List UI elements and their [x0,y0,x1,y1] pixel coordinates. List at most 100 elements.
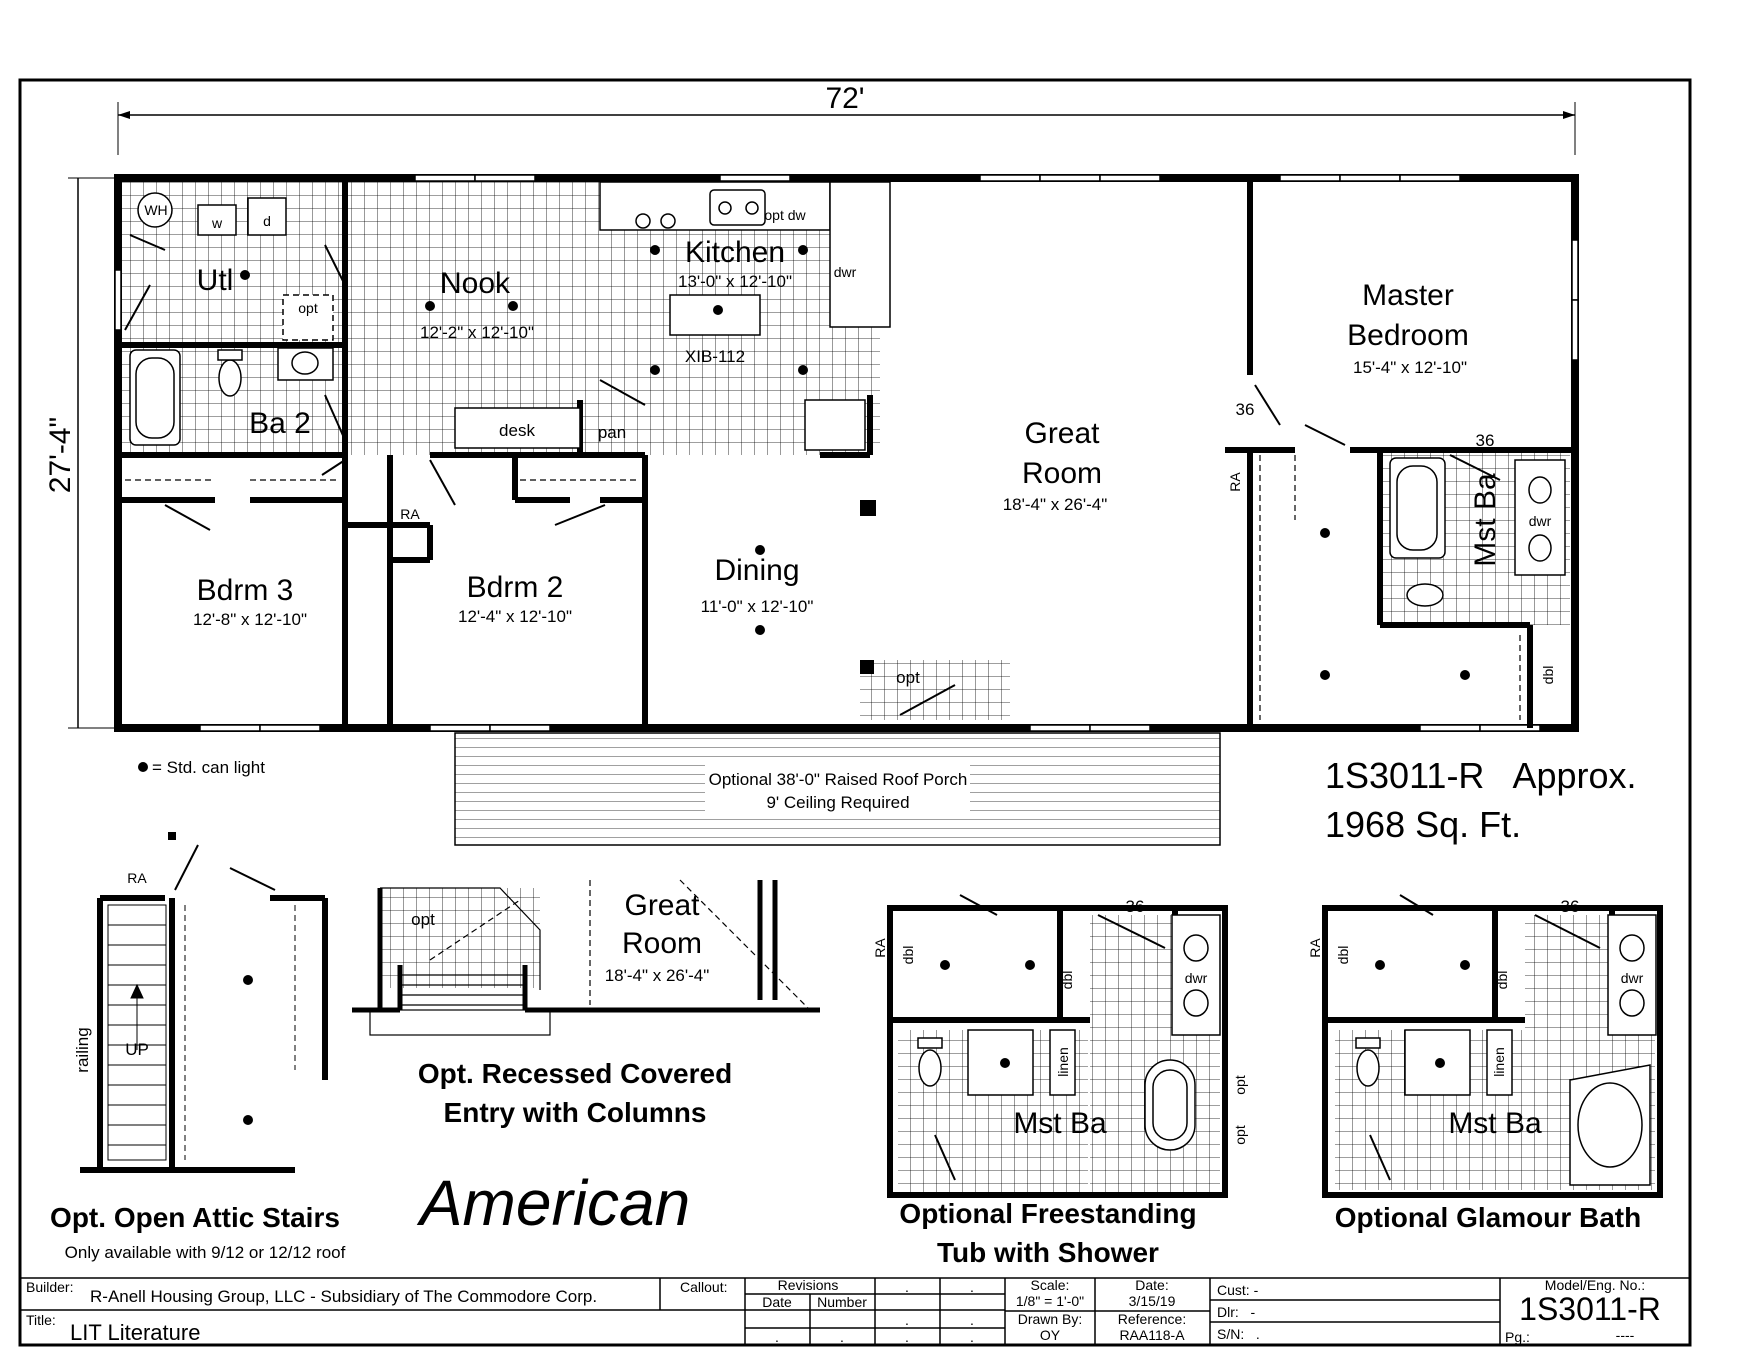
attic-title: Opt. Open Attic Stairs [50,1202,340,1233]
bath2-fixtures [129,347,334,446]
drawn-by-label: Drawn By: [1018,1311,1083,1327]
opt-dw-label: opt dw [764,207,806,223]
door-36-label-2: 36 [1476,431,1495,450]
free-36-label: 36 [1126,897,1145,916]
nook-size: 12'-2" x 12'-10" [420,323,534,342]
glam-title: Optional Glamour Bath [1335,1202,1641,1233]
reference-value: RAA118-A [1119,1327,1185,1343]
free-dbl-label-1: dbl [900,946,916,965]
dining-label: Dining [714,554,799,587]
recessed-entry-inset: opt Great Room 18'-4" x 26'-4" [352,879,820,1036]
opt-closet-label: opt [896,668,920,687]
laundry [137,192,334,341]
ra-label: RA [400,506,420,522]
toilet-icon [1406,583,1444,607]
dryer-label: d [263,213,271,229]
closet-shelves [125,455,1521,720]
kitchen-size: 13'-0" x 12'-10" [678,272,792,291]
callout-label: Callout: [680,1279,727,1295]
sn-field: S/N: . [1217,1326,1260,1342]
nook-label: Nook [440,267,511,300]
porch: Optional 38'-0" Raised Roof Porch 9' Cei… [454,732,1221,846]
legend-text: = Std. can light [152,758,265,777]
cust-field: Cust: - [1217,1282,1259,1298]
toilet-icon [218,359,242,397]
scale-value: 1/8" = 1'-0" [1016,1293,1084,1309]
posts [860,500,876,674]
free-opt-label-1: opt [1232,1075,1248,1095]
entry-great-size: 18'-4" x 26'-4" [605,966,710,985]
can-light-icon [138,762,148,772]
width-dimension: 72' [117,82,1576,155]
rev-date-col: Date [762,1294,792,1310]
desk-label: desk [499,421,535,440]
free-dbl-label-2: dbl [1059,971,1075,990]
entry-opt-label: opt [411,910,435,929]
master-bath-fixtures [1389,457,1566,607]
utility-label: Utl [197,264,234,297]
island-label: XIB-112 [685,347,745,366]
master-size: 15'-4" x 12'-10" [1353,358,1467,377]
pantry-label: pan [598,423,626,442]
windows [114,174,1579,732]
page-label: Pg.: [1505,1329,1530,1345]
sheet-border [18,78,1692,1347]
rev-dot-7: . [905,1329,909,1345]
porch-line1: Optional 38'-0" Raised Roof Porch [709,770,968,789]
door-36-label: 36 [1236,400,1255,419]
rev-number-col: Number [817,1294,867,1310]
master-label-1: Master [1362,279,1454,312]
ra-label-2: RA [1227,472,1243,492]
entry-great-2: Room [622,927,702,960]
kitchen-label: Kitchen [685,236,785,269]
sink-icon [709,189,766,226]
interior-walls [118,180,1575,728]
entry-title-2: Entry with Columns [444,1097,707,1128]
dbl-label: dbl [1540,666,1556,685]
kitchen-dwr-label: dwr [834,264,857,280]
rev-dot-3: . [905,1312,909,1328]
door-swings [124,234,1501,716]
free-mstba-label: Mst Ba [1013,1107,1107,1140]
washer-label: w [211,215,223,231]
rev-dot-1: . [905,1279,909,1295]
range-icon [635,213,676,229]
bdrm2-label: Bdrm 2 [467,571,564,604]
freestanding-tub-inset: 36 dwr RA dbl dbl linen opt opt Mst Ba [872,894,1248,1198]
great-room-label-1: Great [1024,417,1100,450]
great-room-size: 18'-4" x 26'-4" [1003,495,1108,514]
entry-great-1: Great [624,889,700,922]
water-heater-label: WH [144,202,167,218]
title-value: LIT Literature [70,1320,200,1345]
glamour-bath-inset: 36 dwr RA dbl dbl linen Mst Ba [1307,894,1663,1198]
rev-dot-8: . [970,1329,974,1345]
porch-line2: 9' Ceiling Required [766,793,909,812]
model-no-label: Model/Eng. No.: [1545,1277,1645,1293]
glam-dwr-label: dwr [1621,970,1644,986]
up-label: UP [125,1040,149,1059]
depth-dimension: 27'-4" [44,177,118,729]
free-linen-label: linen [1055,1047,1071,1077]
drawn-by-value: OY [1040,1327,1061,1343]
rev-dot-5: . [775,1329,779,1345]
great-room-label-2: Room [1022,457,1102,490]
glam-ra-label: RA [1307,938,1323,958]
master-bath-label: Mst Ba [1469,473,1502,567]
glam-dbl-label-1: dbl [1335,946,1351,965]
attic-note: Only available with 9/12 or 12/12 roof [65,1243,346,1262]
opt-label: opt [298,300,318,316]
glam-dbl-label-2: dbl [1494,971,1510,990]
attic-stairs-inset: RA railing UP [73,832,328,1173]
title-label: Title: [26,1312,56,1328]
dining-size: 11'-0" x 12'-10" [701,597,814,616]
glam-mstba-label: Mst Ba [1448,1107,1542,1140]
can-lights [240,245,1470,680]
width-dim-label: 72' [825,82,864,115]
scale-label: Scale: [1031,1277,1070,1293]
revisions-label: Revisions [778,1277,839,1293]
master-label-2: Bedroom [1347,319,1469,352]
water-heater-icon [137,192,173,228]
rev-dot-4: . [970,1312,974,1328]
reference-label: Reference: [1118,1311,1186,1327]
